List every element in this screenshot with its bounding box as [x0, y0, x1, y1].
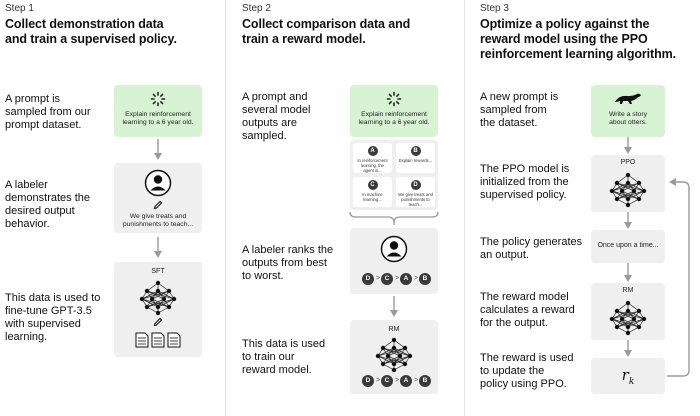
step-3-prompt-box: Write a story about otters.: [591, 85, 665, 137]
rm-label: RM: [388, 326, 400, 333]
step-3-rm-label: RM: [622, 287, 634, 294]
step-3-feedback-loop-arrow: [667, 178, 690, 377]
step-1-text-labeler: A labeler demonstrates the desired outpu…: [5, 179, 90, 230]
step-3-ppo-neural-net-icon: [609, 172, 647, 208]
labeler-person-icon: [144, 169, 172, 197]
step-1-text-finetune: This data is used to fine-tune GPT-3.5 w…: [5, 292, 101, 343]
step-3-text-output: The policy generates an output.: [480, 236, 583, 261]
step-2-outputs-box: A In reinforcement learning, the agent i…: [350, 140, 438, 210]
output-card-a: A In reinforcement learning, the agent i…: [353, 143, 392, 173]
step-2-loading-icon: [386, 91, 402, 107]
step-3-text-reward: The reward model calculates a reward for…: [480, 291, 575, 329]
step-2-title: Collect comparison data and train a rewa…: [242, 17, 411, 46]
reward-symbol: rk: [621, 366, 635, 387]
step-1-labeler-box: We give treats and punishments to teach.…: [114, 163, 202, 233]
step-1-loading-icon: [150, 91, 166, 107]
step-2-text-rank: A labeler ranks the outputs from best to…: [242, 244, 334, 282]
output-card-d: D We give treats and punishments to teac…: [396, 177, 435, 207]
step-3-title: Optimize a policy against the reward mod…: [480, 17, 677, 61]
step-3-text-update: The reward is used to update the policy …: [480, 352, 574, 390]
step-1-sft-box: SFT: [114, 262, 202, 357]
step-1-pencil-icon: [153, 317, 163, 327]
step-3-arrow-3: [624, 263, 632, 282]
step-2-brace: [349, 211, 439, 225]
step-3-arrow-4: [624, 340, 632, 357]
step-2-arrow: [390, 296, 398, 317]
step-2-ranking-box: D > C > A > B: [350, 228, 438, 294]
column-divider-2: [464, 0, 465, 416]
step-2-text-train: This data is used to train our reward mo…: [242, 338, 326, 376]
pencil-icon: [153, 200, 163, 210]
step-1-prompt-box: Explain reinforcement learning to a 6 ye…: [114, 85, 202, 137]
step-1-text-prompt: A prompt is sampled from our prompt data…: [5, 93, 91, 131]
step-3-rm-neural-net-icon: [609, 300, 647, 336]
output-card-b: B Explain rewards...: [396, 143, 435, 173]
ppo-label: PPO: [620, 159, 636, 166]
step-3-arrow-2: [624, 212, 632, 229]
step-3-output-box: Once upon a time...: [591, 230, 665, 263]
step-1-title: Collect demonstration data and train a s…: [5, 17, 177, 46]
step-2-prompt-box: Explain reinforcement learning to a 6 ye…: [350, 85, 438, 137]
sft-label: SFT: [151, 268, 165, 275]
step-3-reward-box: rk: [591, 358, 665, 394]
step-3-text-prompt: A new prompt is sampled from the dataset…: [480, 91, 559, 129]
otter-icon: [615, 93, 641, 104]
step-1-label: Step 1: [5, 3, 34, 14]
step-3-arrow-1: [624, 137, 632, 154]
step-2-text-prompt: A prompt and several model outputs are s…: [242, 91, 311, 142]
step-2-label: Step 2: [242, 3, 271, 14]
column-divider-1: [225, 0, 226, 416]
step-1-neural-net-icon: [139, 280, 177, 316]
step-3-rm-box: RM: [591, 283, 665, 340]
step-3-text-ppo: The PPO model is initialized from the su…: [480, 163, 570, 201]
step-3-label: Step 3: [480, 3, 509, 14]
output-card-c: C In machine learning...: [353, 177, 392, 207]
documents-icon: [135, 332, 181, 348]
step-2-neural-net-icon: [375, 337, 413, 373]
step-1-arrow-2: [154, 237, 162, 258]
step-2-labeler-person-icon: [380, 235, 408, 263]
step-1-arrow-1: [154, 139, 162, 160]
step-2-rm-box: RM D > C > A > B: [350, 320, 438, 394]
step-3-ppo-box: PPO: [591, 155, 665, 212]
